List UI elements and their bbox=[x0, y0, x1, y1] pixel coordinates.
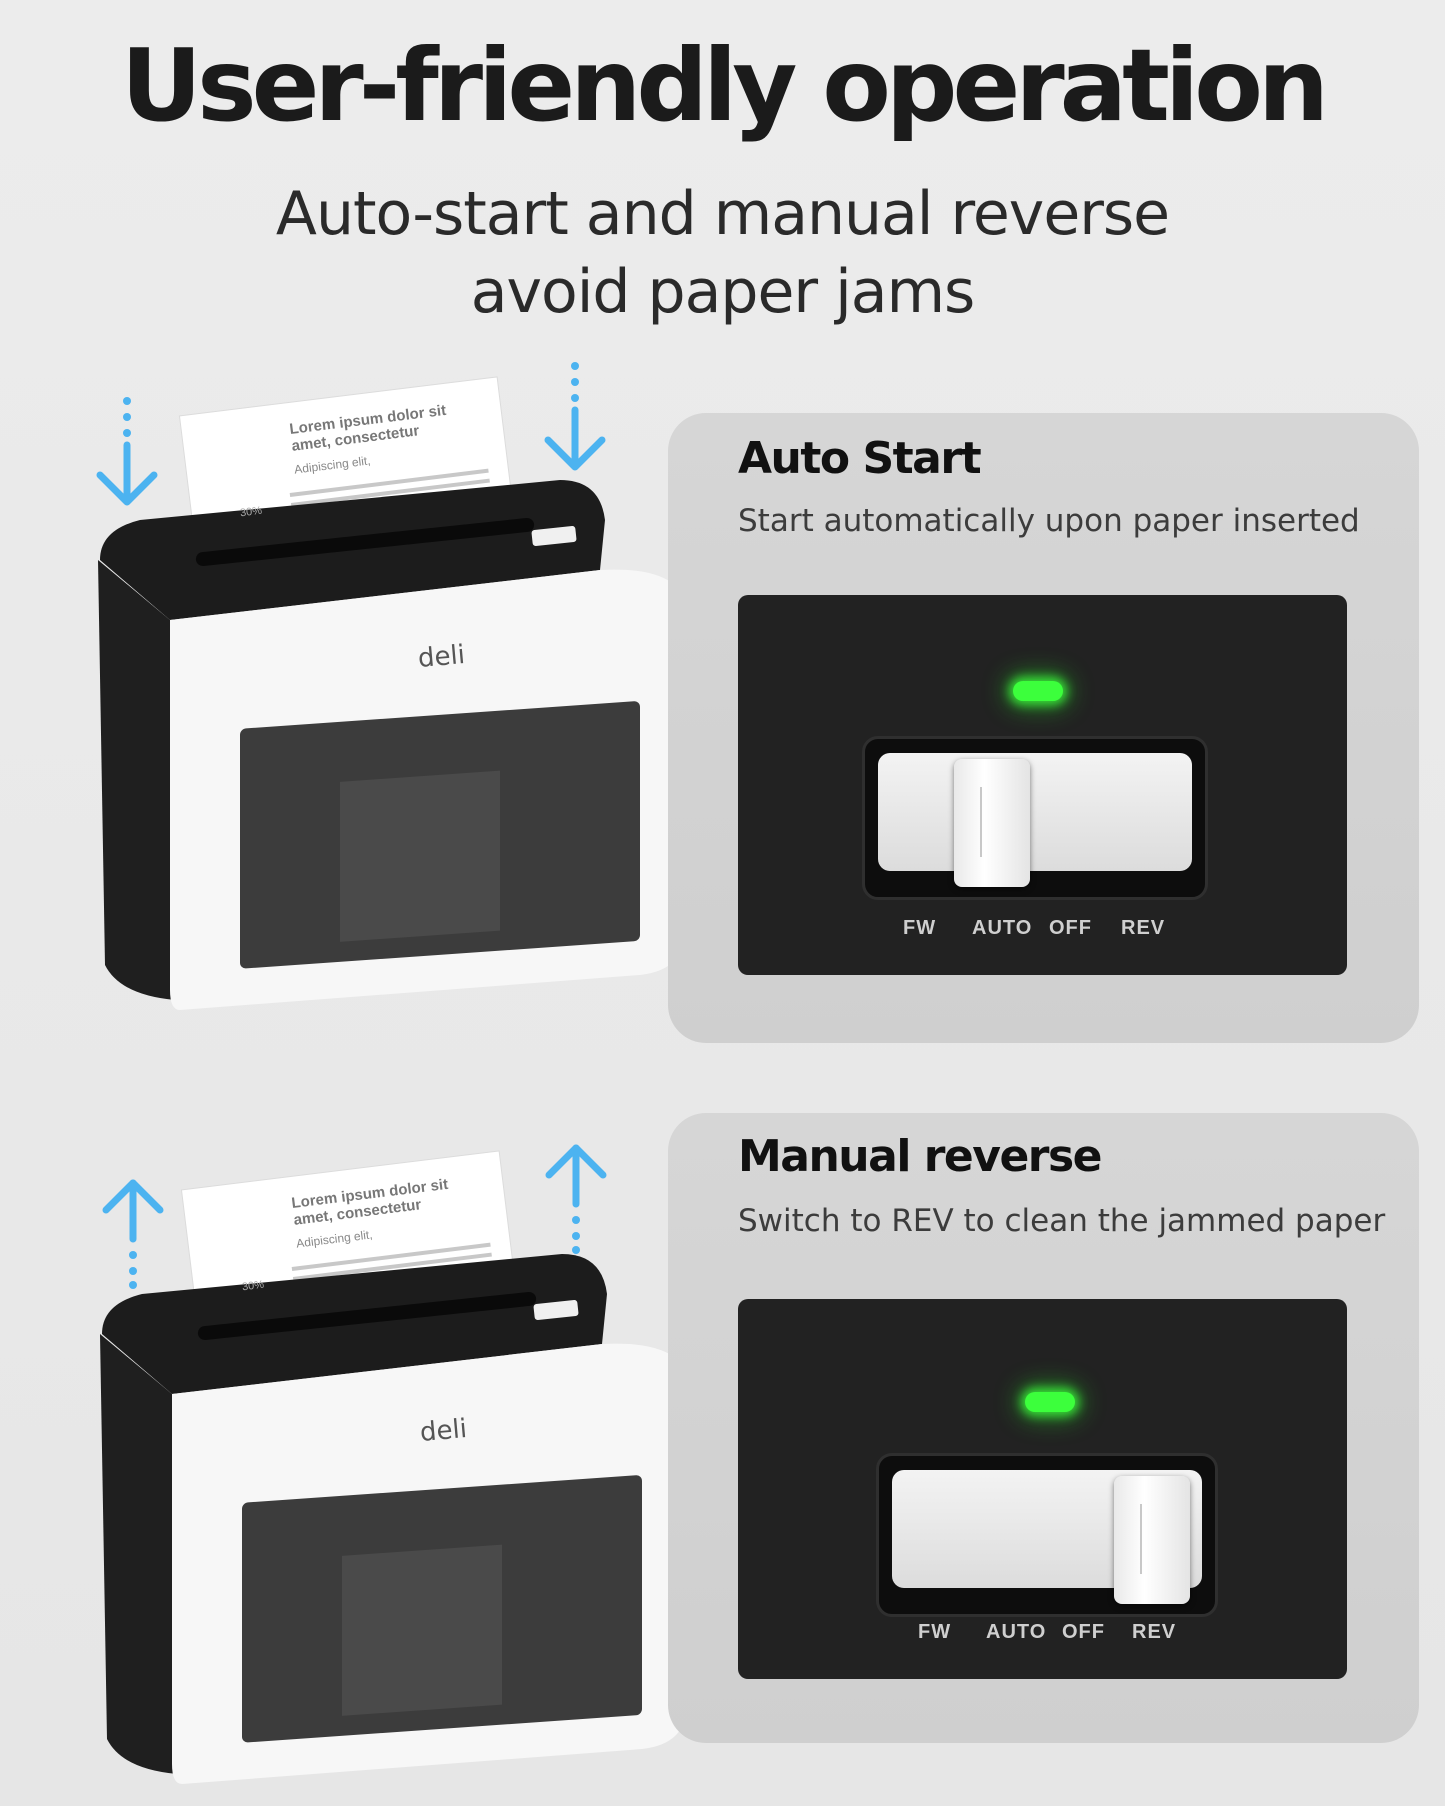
auto-start-card: Auto Start Start automatically upon pape… bbox=[668, 413, 1419, 1043]
page-title: User-friendly operation bbox=[120, 27, 1329, 144]
switch-label-off: OFF bbox=[1062, 1621, 1105, 1643]
switch-label-rev: REV bbox=[1132, 1621, 1177, 1643]
card-title: Manual reverse bbox=[738, 1131, 1103, 1182]
switch-panel: FW AUTO OFF REV bbox=[738, 595, 1347, 975]
card-description: Switch to REV to clean the jammed paper bbox=[738, 1203, 1386, 1239]
power-led-icon bbox=[1025, 1392, 1075, 1412]
mode-switch[interactable] bbox=[876, 1453, 1218, 1617]
paper-shredder-image: deli Lorem ipsum dolor sit amet, consect… bbox=[82, 1144, 702, 1784]
switch-panel: FW AUTO OFF REV bbox=[738, 1299, 1347, 1679]
switch-label-fw: FW bbox=[918, 1621, 952, 1643]
arrow-down-icon bbox=[544, 362, 606, 471]
power-led-icon bbox=[1013, 681, 1063, 701]
switch-label-fw: FW bbox=[903, 917, 937, 939]
switch-knob[interactable] bbox=[1114, 1476, 1190, 1604]
switch-knob[interactable] bbox=[954, 759, 1030, 887]
mode-switch[interactable] bbox=[862, 736, 1208, 900]
subtitle-line-1: Auto-start and manual reverse bbox=[275, 179, 1170, 249]
switch-track bbox=[878, 753, 1192, 887]
subtitle-line-2: avoid paper jams bbox=[470, 257, 976, 327]
switch-label-auto: AUTO bbox=[972, 917, 1033, 939]
switch-label-auto: AUTO bbox=[986, 1621, 1047, 1643]
paper-shredder-image: deli Lorem ipsum dolor sit amet, consect… bbox=[80, 370, 700, 1010]
arrow-up-icon bbox=[102, 1179, 164, 1289]
switch-label-rev: REV bbox=[1121, 917, 1166, 939]
manual-reverse-card: Manual reverse Switch to REV to clean th… bbox=[668, 1113, 1419, 1743]
arrow-down-icon bbox=[96, 397, 158, 506]
page-subtitle: Auto-start and manual reverse avoid pape… bbox=[0, 175, 1445, 331]
card-description: Start automatically upon paper inserted bbox=[738, 503, 1360, 539]
brand-logo: deli bbox=[416, 640, 467, 674]
switch-label-off: OFF bbox=[1049, 917, 1092, 939]
arrow-up-icon bbox=[545, 1144, 607, 1254]
switch-track bbox=[892, 1470, 1202, 1604]
brand-logo: deli bbox=[418, 1414, 469, 1448]
card-title: Auto Start bbox=[738, 433, 982, 484]
